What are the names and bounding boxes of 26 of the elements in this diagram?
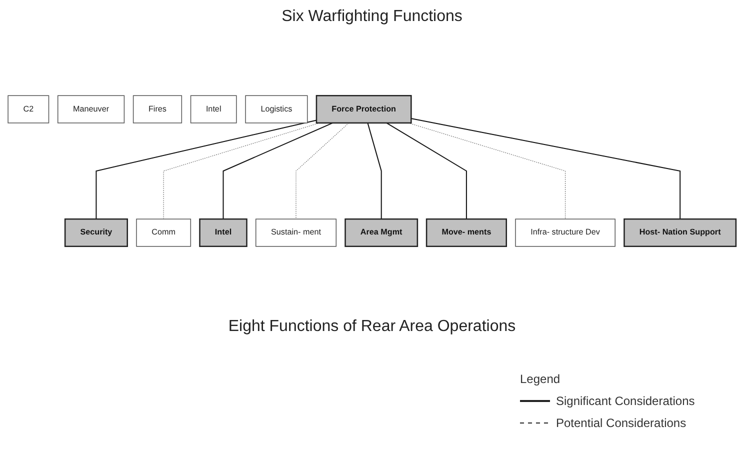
node-box: Host- Nation Support — [624, 218, 737, 248]
node-box: Force Protection — [316, 94, 412, 124]
node-box: Move- ments — [426, 218, 507, 248]
legend-heading: Legend — [520, 372, 560, 386]
legend-text: Potential Considerations — [556, 416, 686, 430]
connector — [96, 120, 317, 220]
node-box: C2 — [8, 95, 50, 124]
legend-text: Significant Considerations — [556, 394, 695, 408]
node-box: Infra- structure Dev — [515, 218, 616, 247]
node-box: Intel — [190, 95, 237, 124]
node-box: Fires — [132, 95, 182, 124]
connector — [163, 122, 320, 220]
node-box: Area Mgmt — [344, 218, 418, 248]
diagram-caption: Eight Functions of Rear Area Operations — [227, 318, 517, 336]
connector — [296, 122, 350, 220]
node-box: Security — [64, 218, 128, 248]
node-box: Maneuver — [57, 95, 125, 124]
connector — [386, 122, 467, 220]
diagram-title: Six Warfighting Functions — [280, 8, 464, 26]
connector — [367, 122, 382, 220]
connector — [411, 118, 681, 220]
node-box: Intel — [199, 218, 248, 248]
connector — [222, 122, 333, 220]
node-box: Sustain- ment — [255, 218, 337, 247]
node-box: Logistics — [245, 95, 308, 124]
node-box: Comm — [136, 218, 192, 247]
